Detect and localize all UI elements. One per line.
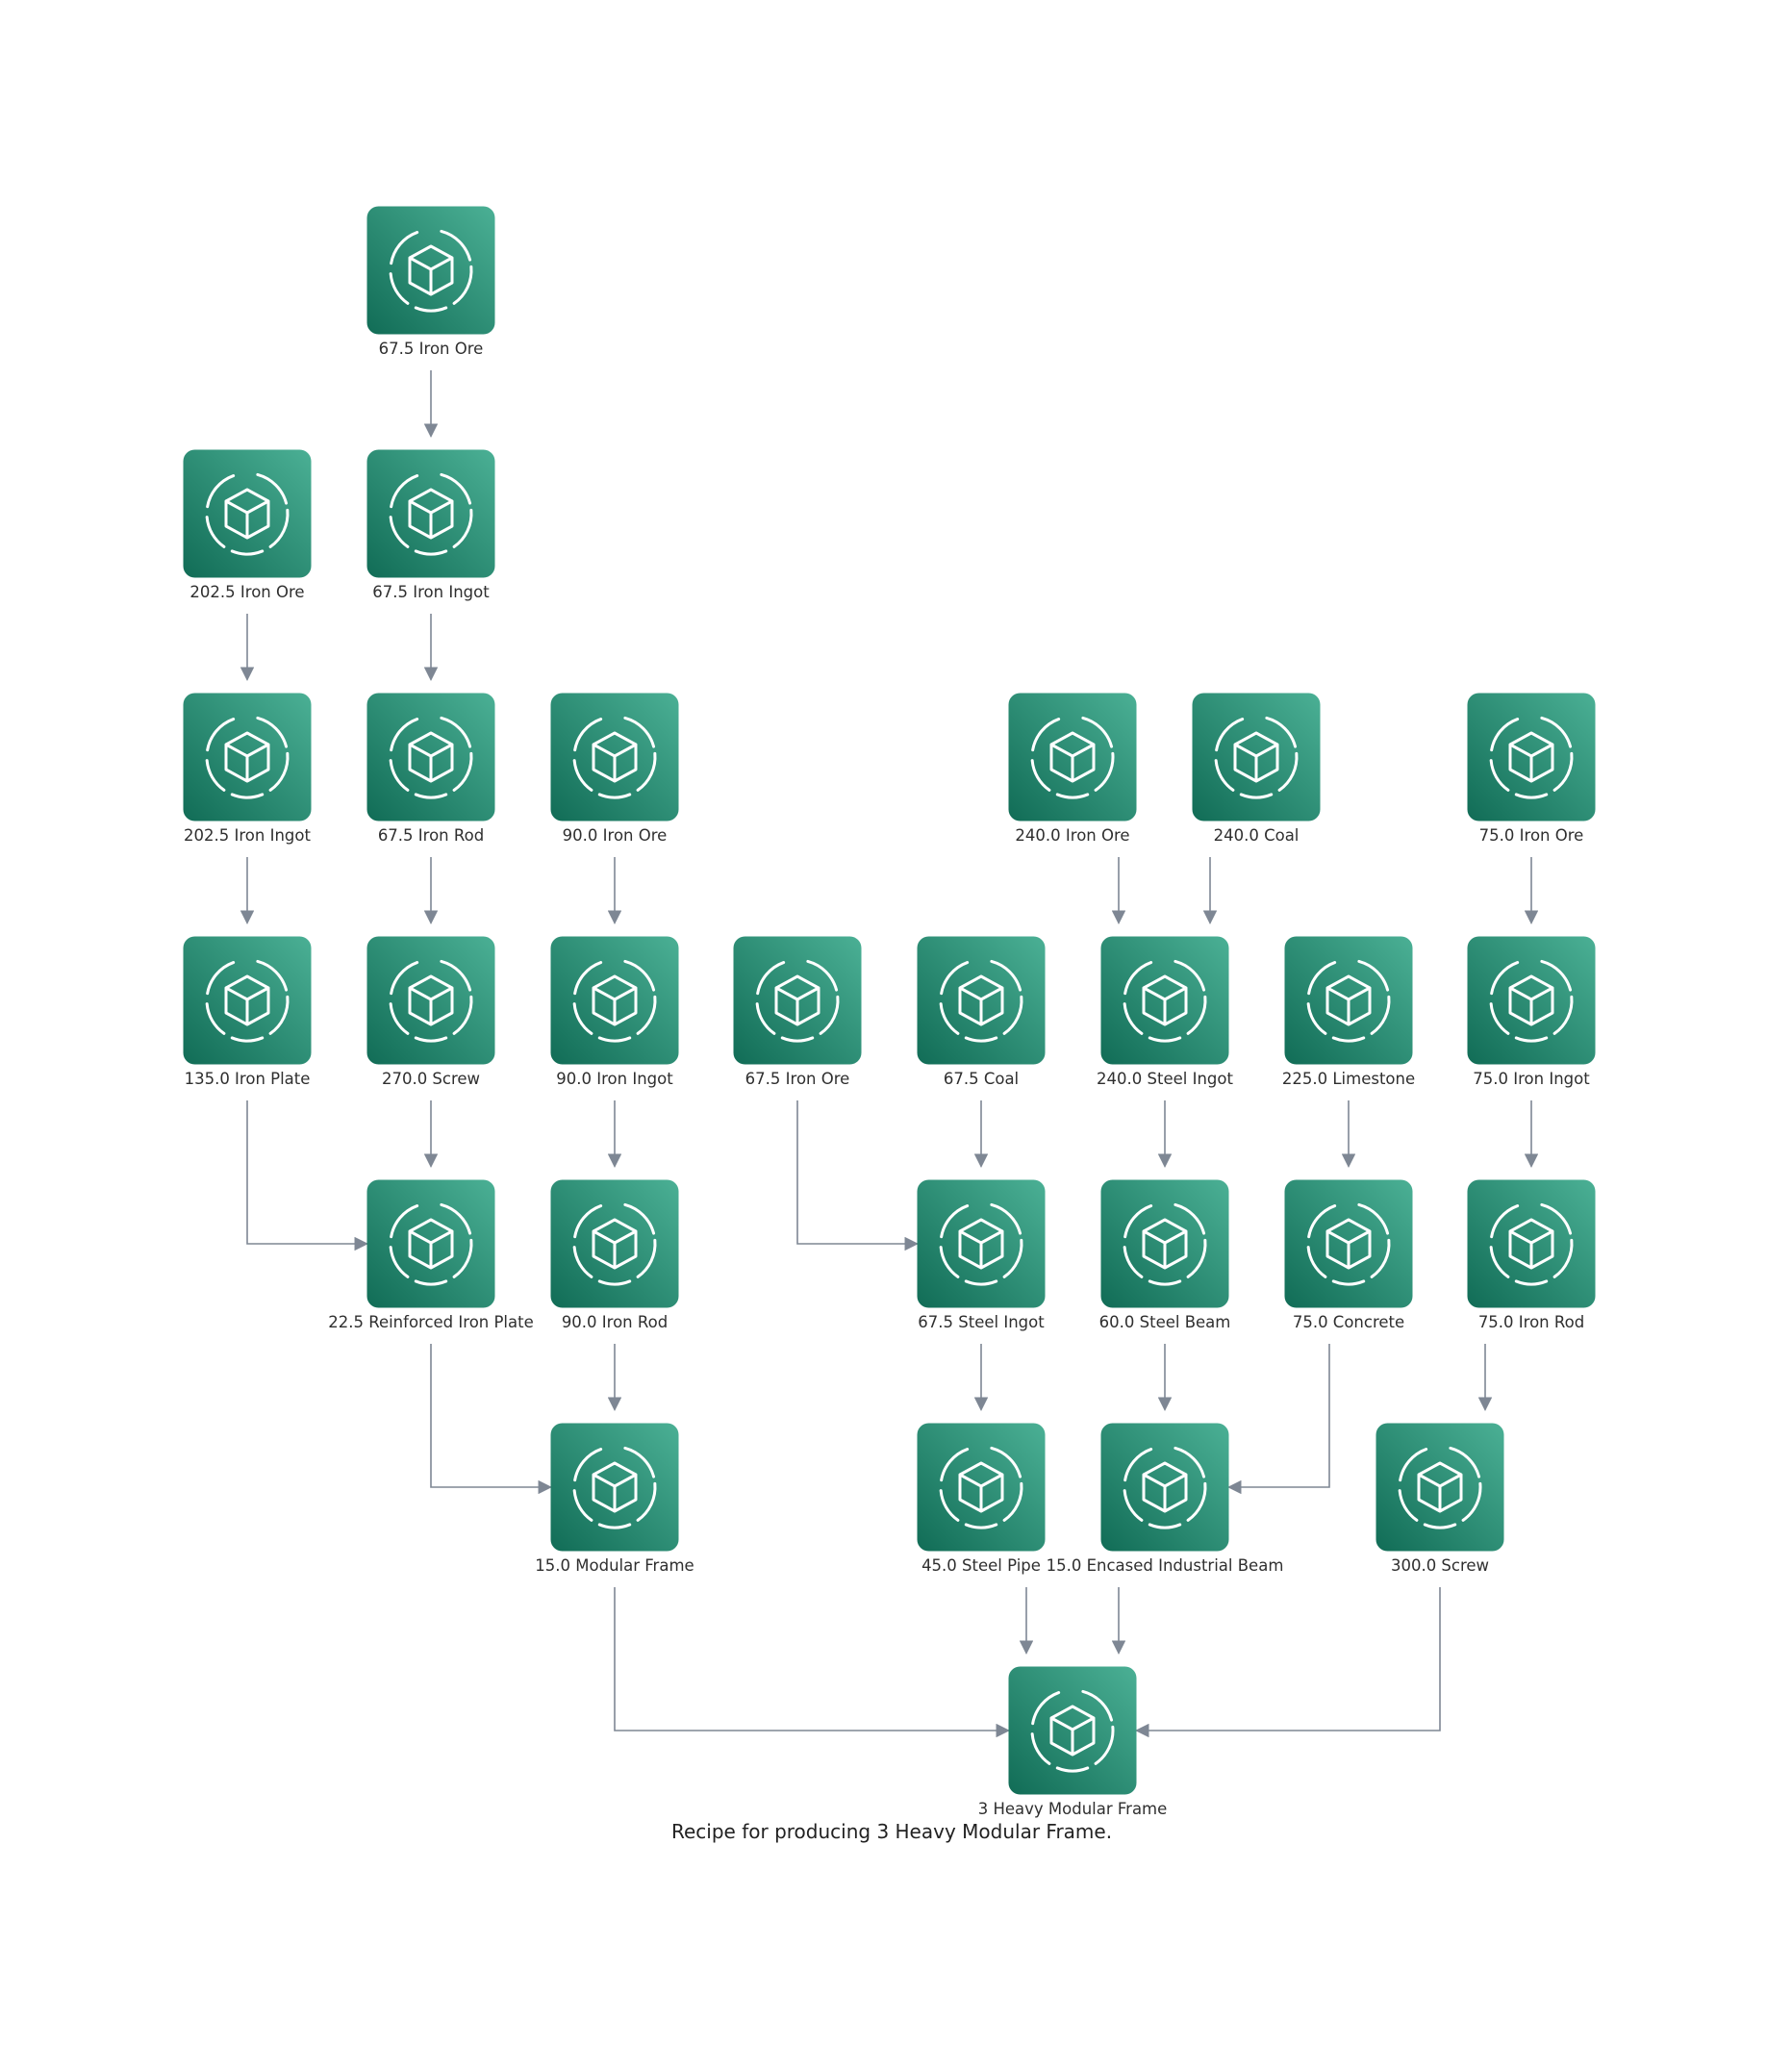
resource-cube-icon	[755, 959, 840, 1043]
node-n26: 15.0 Encased Industrial Beam	[1047, 1423, 1284, 1575]
edge-n27-to-n28	[1135, 1587, 1441, 1738]
node-n6: 90.0 Iron Ore	[550, 693, 679, 845]
node-label: 67.5 Iron Rod	[378, 826, 484, 845]
node-label: 15.0 Modular Frame	[535, 1556, 694, 1575]
node-label: 60.0 Steel Beam	[1099, 1313, 1231, 1331]
edge-n24-to-n28	[614, 1587, 1010, 1738]
node-n13: 67.5 Iron Ore	[733, 936, 862, 1088]
node-n25: 45.0 Steel Pipe	[917, 1423, 1046, 1575]
resource-cube-icon	[572, 1446, 657, 1529]
resource-cube-icon	[1030, 716, 1115, 799]
resource-cube-icon	[1123, 1446, 1207, 1529]
node-label: 135.0 Iron Plate	[185, 1070, 311, 1088]
resource-cube-icon	[1306, 959, 1391, 1043]
node-n5: 67.5 Iron Rod	[366, 693, 495, 845]
node-label: 240.0 Steel Ingot	[1097, 1070, 1233, 1088]
resource-cube-icon	[389, 716, 473, 799]
edge-n18-to-n24	[430, 1344, 552, 1495]
node-n22: 75.0 Concrete	[1284, 1179, 1413, 1331]
node-label: 225.0 Limestone	[1282, 1070, 1415, 1088]
node-label: 3 Heavy Modular Frame	[978, 1800, 1168, 1818]
edge-n22-to-n26	[1227, 1344, 1330, 1495]
node-n24: 15.0 Modular Frame	[535, 1423, 694, 1575]
node-label: 75.0 Iron Rod	[1478, 1313, 1584, 1331]
resource-cube-icon	[572, 959, 657, 1043]
node-label: 15.0 Encased Industrial Beam	[1047, 1556, 1284, 1575]
resource-cube-icon	[205, 472, 290, 556]
node-n14: 67.5 Coal	[917, 936, 1046, 1088]
node-n28: 3 Heavy Modular Frame	[978, 1666, 1168, 1818]
node-label: 90.0 Iron Ore	[563, 826, 668, 845]
node-n19: 90.0 Iron Rod	[550, 1179, 679, 1331]
node-label: 240.0 Coal	[1214, 826, 1300, 845]
node-n10: 135.0 Iron Plate	[183, 936, 312, 1088]
resource-cube-icon	[1398, 1446, 1482, 1529]
node-n27: 300.0 Screw	[1376, 1423, 1504, 1575]
node-label: 67.5 Iron Ore	[379, 340, 484, 358]
resource-cube-icon	[1489, 716, 1574, 799]
resource-cube-icon	[205, 716, 290, 799]
resource-cube-icon	[939, 1446, 1023, 1529]
resource-cube-icon	[1214, 716, 1299, 799]
node-n2: 202.5 Iron Ore	[183, 449, 312, 601]
edge-n10-to-n18	[246, 1100, 368, 1251]
node-label: 67.5 Iron Ore	[745, 1070, 850, 1088]
resource-cube-icon	[939, 1202, 1023, 1286]
node-label: 45.0 Steel Pipe	[921, 1556, 1041, 1575]
node-n3: 67.5 Iron Ingot	[366, 449, 495, 601]
resource-cube-icon	[1489, 959, 1574, 1043]
node-n1: 67.5 Iron Ore	[366, 206, 495, 358]
edges-layer	[240, 370, 1539, 1738]
resource-cube-icon	[389, 959, 473, 1043]
nodes-layer: 67.5 Iron Ore 202.5 Iron Ore 67.5 Iron Ing…	[183, 206, 1596, 1818]
diagram-caption: Recipe for producing 3 Heavy Modular Fra…	[671, 1820, 1112, 1843]
node-n4: 202.5 Iron Ingot	[183, 693, 312, 845]
node-n11: 270.0 Screw	[366, 936, 495, 1088]
node-n7: 240.0 Iron Ore	[1008, 693, 1137, 845]
node-n21: 60.0 Steel Beam	[1099, 1179, 1231, 1331]
node-label: 67.5 Coal	[944, 1070, 1019, 1088]
node-label: 67.5 Iron Ingot	[372, 583, 490, 601]
node-n9: 75.0 Iron Ore	[1467, 693, 1596, 845]
edge-n13-to-n20	[796, 1100, 919, 1251]
resource-cube-icon	[1030, 1689, 1115, 1773]
node-label: 270.0 Screw	[382, 1070, 480, 1088]
node-n15: 240.0 Steel Ingot	[1097, 936, 1233, 1088]
resource-cube-icon	[389, 229, 473, 313]
node-n8: 240.0 Coal	[1192, 693, 1321, 845]
resource-cube-icon	[572, 1202, 657, 1286]
node-label: 202.5 Iron Ore	[189, 583, 304, 601]
node-label: 300.0 Screw	[1391, 1556, 1489, 1575]
resource-cube-icon	[389, 1202, 473, 1286]
node-n16: 225.0 Limestone	[1282, 936, 1415, 1088]
node-label: 67.5 Steel Ingot	[918, 1313, 1045, 1331]
node-label: 75.0 Iron Ore	[1479, 826, 1584, 845]
node-n20: 67.5 Steel Ingot	[917, 1179, 1046, 1331]
node-label: 22.5 Reinforced Iron Plate	[328, 1313, 534, 1331]
resource-cube-icon	[1306, 1202, 1391, 1286]
resource-cube-icon	[205, 959, 290, 1043]
resource-cube-icon	[1123, 959, 1207, 1043]
node-n17: 75.0 Iron Ingot	[1467, 936, 1596, 1088]
node-n12: 90.0 Iron Ingot	[550, 936, 679, 1088]
node-n23: 75.0 Iron Rod	[1467, 1179, 1596, 1331]
resource-cube-icon	[1489, 1202, 1574, 1286]
node-label: 90.0 Iron Rod	[562, 1313, 668, 1331]
node-label: 240.0 Iron Ore	[1015, 826, 1129, 845]
node-label: 75.0 Concrete	[1293, 1313, 1404, 1331]
resource-cube-icon	[1123, 1202, 1207, 1286]
node-label: 202.5 Iron Ingot	[184, 826, 311, 845]
node-n18: 22.5 Reinforced Iron Plate	[328, 1179, 534, 1331]
node-label: 75.0 Iron Ingot	[1473, 1070, 1590, 1088]
node-label: 90.0 Iron Ingot	[556, 1070, 673, 1088]
resource-cube-icon	[939, 959, 1023, 1043]
resource-cube-icon	[389, 472, 473, 556]
resource-cube-icon	[572, 716, 657, 799]
